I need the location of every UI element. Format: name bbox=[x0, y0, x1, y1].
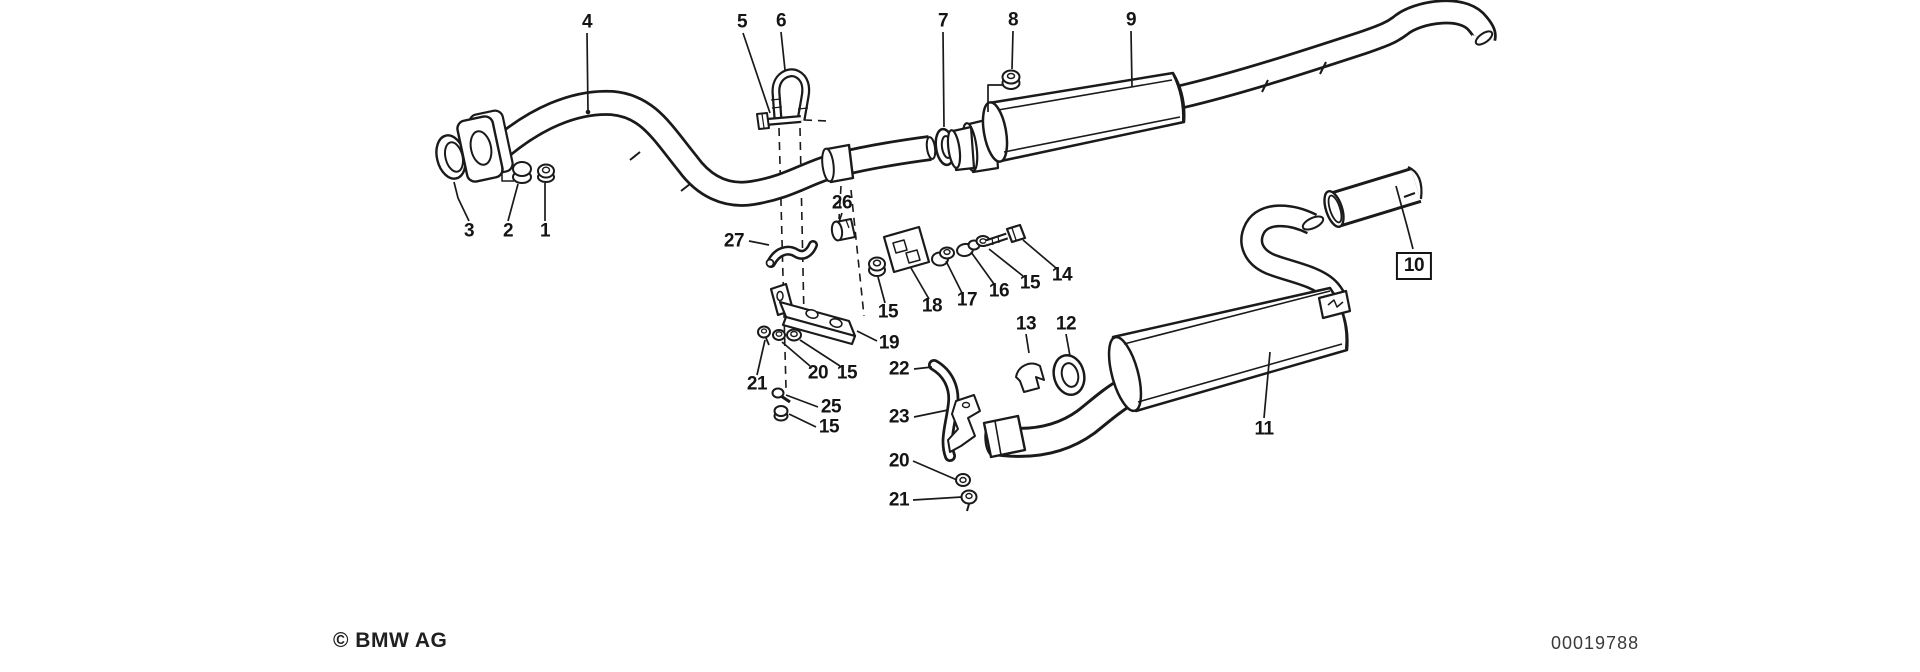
part-label-12[interactable]: 12 bbox=[1055, 313, 1077, 335]
copyright-text: © BMW AG bbox=[333, 629, 448, 652]
part-label-14[interactable]: 14 bbox=[1051, 264, 1073, 286]
part-label-17[interactable]: 17 bbox=[956, 289, 978, 311]
part-label-15d[interactable]: 15 bbox=[1019, 272, 1041, 294]
part-label-2[interactable]: 2 bbox=[502, 220, 514, 242]
part-label-19[interactable]: 19 bbox=[878, 332, 900, 354]
part-label-16[interactable]: 16 bbox=[988, 280, 1010, 302]
leader-lines bbox=[453, 30, 1414, 501]
part-label-1[interactable]: 1 bbox=[539, 220, 551, 242]
part-label-21a[interactable]: 21 bbox=[746, 373, 768, 395]
part-label-13[interactable]: 13 bbox=[1015, 313, 1037, 335]
small-fasteners-drawing bbox=[757, 325, 802, 422]
part-label-6[interactable]: 6 bbox=[775, 10, 787, 32]
part-label-26[interactable]: 26 bbox=[831, 192, 853, 214]
part-label-23[interactable]: 23 bbox=[888, 406, 910, 428]
tail-pipe-drawing bbox=[1323, 165, 1423, 228]
mount-plate-drawing bbox=[868, 223, 1027, 277]
part-label-8[interactable]: 8 bbox=[1007, 9, 1019, 31]
part-label-15b[interactable]: 15 bbox=[836, 362, 858, 384]
part-label-4[interactable]: 4 bbox=[581, 11, 593, 33]
part-label-25[interactable]: 25 bbox=[820, 396, 842, 418]
part-label-15a[interactable]: 15 bbox=[877, 301, 899, 323]
hanger-strap-drawing bbox=[928, 359, 981, 512]
center-muffler-drawing bbox=[946, 69, 1186, 174]
hook-clip-drawing bbox=[765, 218, 856, 268]
part-label-7[interactable]: 7 bbox=[937, 10, 949, 32]
front-flange-drawing bbox=[435, 109, 555, 184]
part-label-11[interactable]: 11 bbox=[1254, 418, 1274, 440]
part-label-10[interactable]: 10 bbox=[1395, 252, 1433, 280]
front-pipe-drawing bbox=[487, 89, 937, 207]
part-label-9[interactable]: 9 bbox=[1125, 9, 1137, 31]
part-label-22[interactable]: 22 bbox=[888, 358, 910, 380]
part-label-5[interactable]: 5 bbox=[736, 11, 748, 33]
part-label-20b[interactable]: 20 bbox=[888, 450, 910, 472]
center-muffler-pipe-drawing bbox=[1177, 0, 1497, 110]
clamp-ubolt-drawing bbox=[756, 68, 855, 184]
mount-ring-drawing bbox=[1015, 354, 1086, 396]
part-label-21b[interactable]: 21 bbox=[888, 489, 910, 511]
document-number: 00019788 bbox=[1551, 633, 1640, 653]
support-bracket-drawing bbox=[769, 282, 857, 346]
part-label-27[interactable]: 27 bbox=[723, 230, 745, 252]
part-label-18[interactable]: 18 bbox=[921, 295, 943, 317]
part-label-3[interactable]: 3 bbox=[463, 220, 475, 242]
part-label-20a[interactable]: 20 bbox=[807, 362, 829, 384]
part-label-15c[interactable]: 15 bbox=[818, 416, 840, 438]
rear-muffler-drawing bbox=[982, 286, 1352, 459]
